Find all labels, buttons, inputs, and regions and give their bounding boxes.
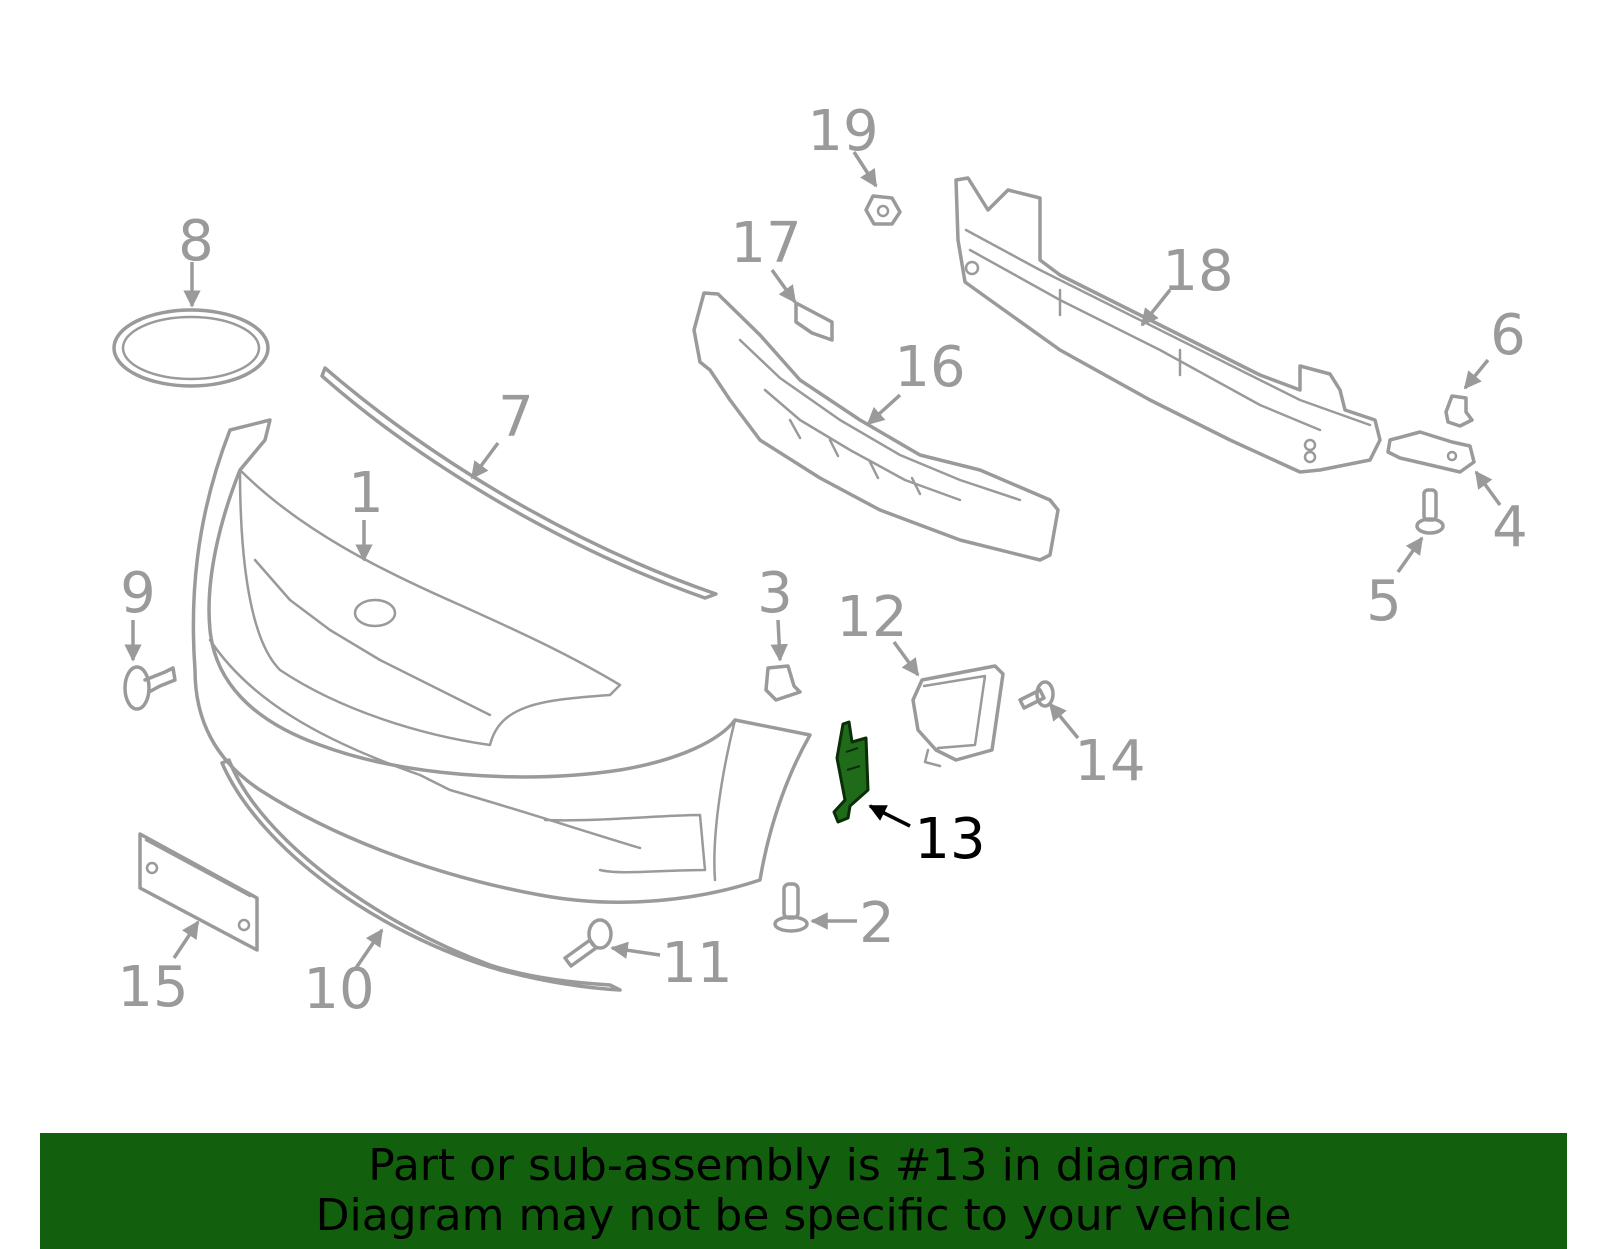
part-1-bumper-cover bbox=[191, 418, 812, 904]
callout-14: 14 bbox=[1074, 729, 1145, 794]
part-12-bracket bbox=[911, 664, 1005, 768]
part-17-block bbox=[794, 301, 834, 342]
callout-1: 1 bbox=[348, 461, 384, 526]
part-9-plug bbox=[123, 665, 177, 711]
leader-lines bbox=[124, 151, 1502, 969]
callout-8: 8 bbox=[178, 209, 214, 274]
callout-12: 12 bbox=[836, 585, 907, 650]
callout-9: 9 bbox=[120, 561, 156, 626]
part-18-beam bbox=[954, 176, 1382, 474]
part-15-plate-bracket bbox=[138, 832, 259, 952]
banner-line-2: Diagram may not be specific to your vehi… bbox=[315, 1190, 1292, 1241]
callout-5: 5 bbox=[1366, 569, 1402, 634]
callout-11: 11 bbox=[661, 931, 732, 996]
part-14-screw bbox=[1018, 680, 1055, 710]
callout-16: 16 bbox=[894, 335, 965, 400]
callout-10: 10 bbox=[303, 957, 374, 1022]
callout-labels: 8 7 1 9 3 12 14 2 11 10 15 17 19 16 18 6… bbox=[117, 99, 1527, 1022]
callout-15: 15 bbox=[117, 955, 188, 1020]
banner-line-1: Part or sub-assembly is #13 in diagram bbox=[368, 1140, 1239, 1191]
part-4-bracket bbox=[1386, 430, 1476, 474]
part-3-clip bbox=[764, 664, 802, 702]
part-10-lower-molding bbox=[220, 758, 622, 992]
callout-17: 17 bbox=[730, 211, 801, 276]
part-19-nut bbox=[864, 194, 902, 226]
part-8-emblem-ring bbox=[112, 308, 270, 388]
notice-banner: Part or sub-assembly is #13 in diagram D… bbox=[40, 1133, 1567, 1249]
part-2-bolt bbox=[773, 882, 809, 933]
callout-19: 19 bbox=[807, 99, 878, 164]
callout-4: 4 bbox=[1492, 495, 1528, 560]
part-7-molding bbox=[320, 366, 718, 600]
part-5-bolt bbox=[1415, 488, 1445, 535]
part-16-absorber bbox=[692, 291, 1060, 562]
part-11-screw bbox=[563, 918, 613, 968]
callout-7: 7 bbox=[498, 385, 534, 450]
callout-18: 18 bbox=[1162, 239, 1233, 304]
callout-3: 3 bbox=[757, 561, 793, 626]
part-6-push-clip bbox=[1444, 394, 1474, 428]
callout-13-highlighted: 13 bbox=[914, 807, 985, 872]
callout-6: 6 bbox=[1490, 303, 1526, 368]
callout-2: 2 bbox=[859, 891, 895, 956]
part-13-highlighted-bracket bbox=[832, 720, 870, 824]
